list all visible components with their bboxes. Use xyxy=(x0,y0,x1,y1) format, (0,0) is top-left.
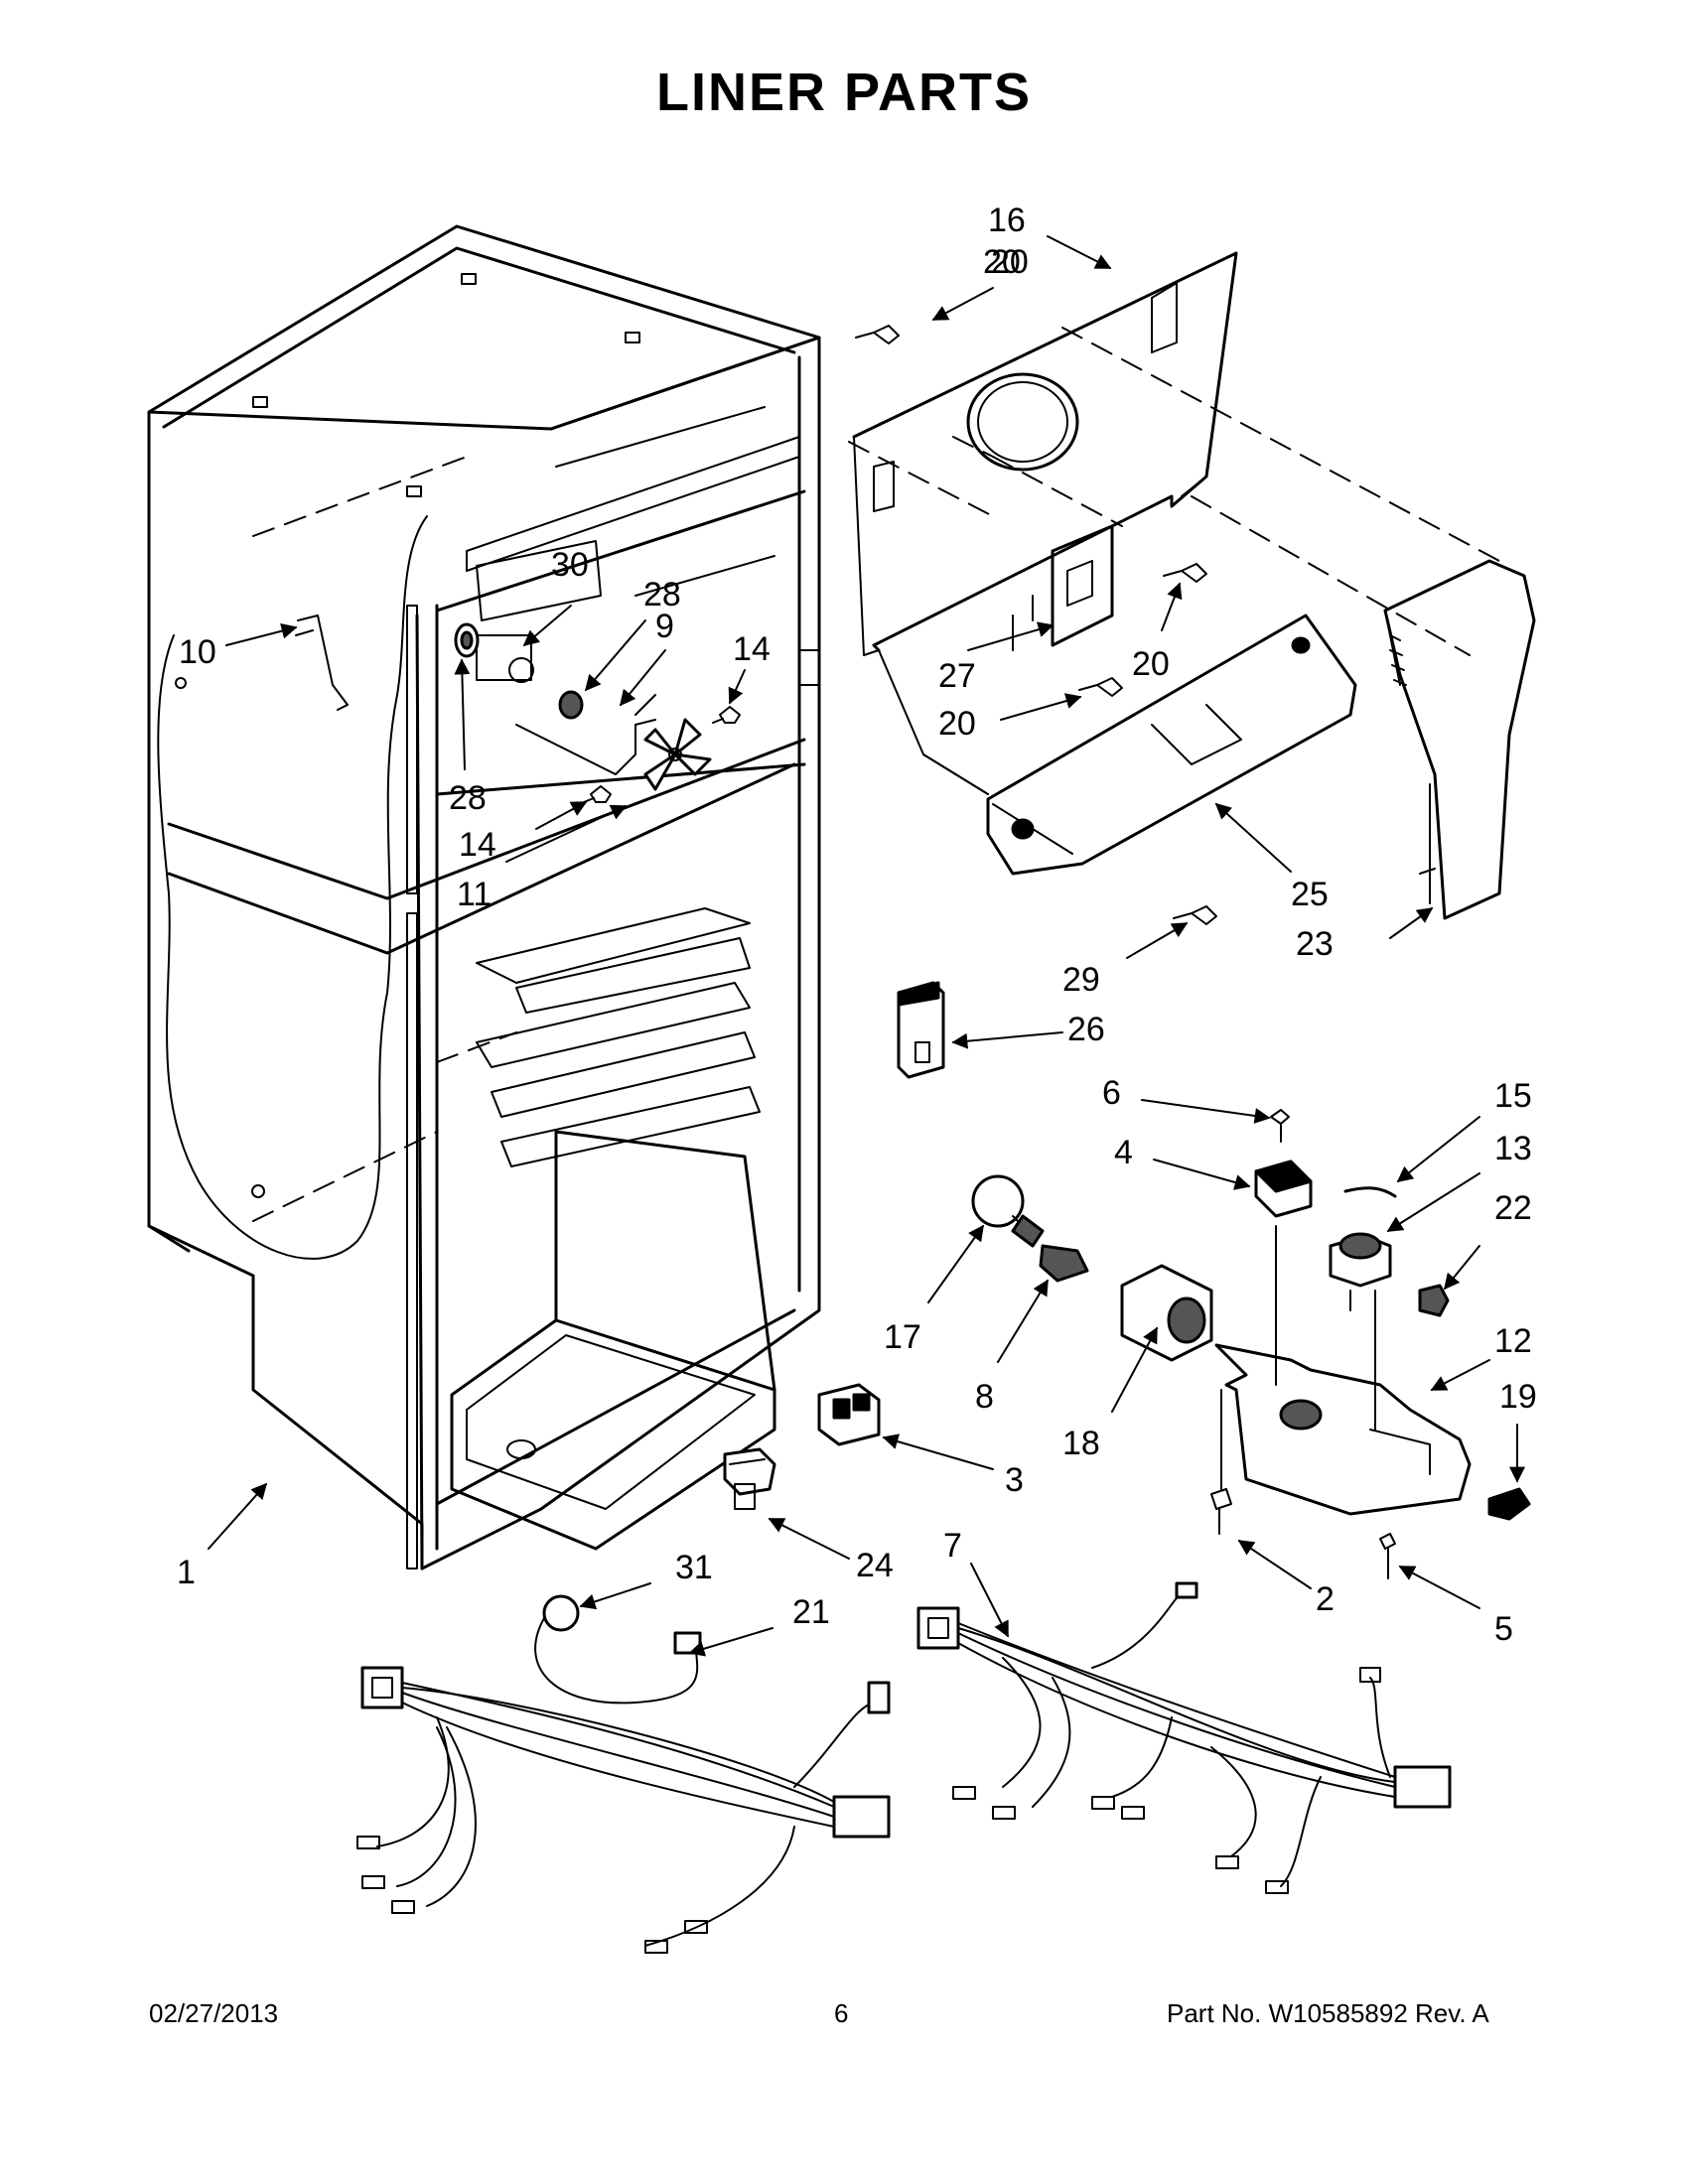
callout-31: 31 xyxy=(675,1549,713,1586)
callout-14b: 14 xyxy=(459,826,496,864)
footer-part-number: Part No. W10585892 Rev. A xyxy=(1167,1998,1489,2028)
callout-28a: 28 xyxy=(643,576,681,614)
callout-25: 25 xyxy=(1291,876,1329,913)
callout-15: 15 xyxy=(1494,1077,1532,1115)
callout-8: 8 xyxy=(975,1378,994,1416)
callout-6: 6 xyxy=(1102,1074,1121,1112)
liner-cabinet-part-1 xyxy=(147,224,821,1570)
callout-21: 21 xyxy=(792,1593,830,1631)
callout-30: 30 xyxy=(551,546,589,584)
callout-11: 11 xyxy=(457,876,492,913)
callout-24: 24 xyxy=(856,1547,894,1584)
screws-part-20-29 xyxy=(855,325,1217,925)
evaporator-fan-assembly xyxy=(295,540,741,803)
light-shield-part-25 xyxy=(878,614,1357,876)
callout-20b: 20 xyxy=(983,243,1021,281)
callout-14a: 14 xyxy=(733,630,771,668)
callout-16: 16 xyxy=(988,202,1026,239)
callout-1: 1 xyxy=(177,1554,196,1591)
callout-4: 4 xyxy=(1114,1134,1133,1171)
callout-20d: 20 xyxy=(938,705,976,743)
callout-23: 23 xyxy=(1296,925,1334,963)
callout-leaders xyxy=(208,235,1525,1657)
callout-29: 29 xyxy=(1062,961,1100,999)
callout-9: 9 xyxy=(655,608,674,645)
wiring-harness-parts-21-31 xyxy=(356,1581,1452,1954)
footer-date: 02/27/2013 xyxy=(149,1998,279,2028)
callout-labels: 1 2 3 4 5 6 7 8 9 10 11 12 13 14 14 15 1… xyxy=(177,202,1537,1648)
callout-12: 12 xyxy=(1494,1322,1532,1360)
callout-2: 2 xyxy=(1316,1580,1335,1618)
callout-22: 22 xyxy=(1494,1189,1532,1227)
callout-13: 13 xyxy=(1494,1130,1532,1167)
callout-18: 18 xyxy=(1062,1425,1100,1462)
footer-page-number: 6 xyxy=(834,1998,849,2028)
callout-20c: 20 xyxy=(1132,645,1170,683)
air-duct-part-23 xyxy=(1383,559,1536,920)
callout-19: 19 xyxy=(1499,1378,1537,1416)
evaporator-cover-panel-part-16 xyxy=(848,251,1500,656)
callout-20a: 20 xyxy=(991,243,1029,281)
callout-7: 7 xyxy=(943,1527,962,1565)
callout-5: 5 xyxy=(1494,1610,1513,1648)
callout-10: 10 xyxy=(179,633,216,671)
callout-17: 17 xyxy=(884,1318,921,1356)
page-title: LINER PARTS xyxy=(655,63,1032,122)
callout-3: 3 xyxy=(1005,1461,1024,1499)
callout-26: 26 xyxy=(1067,1011,1105,1048)
control-housing-parts xyxy=(723,981,1531,1579)
callout-27: 27 xyxy=(938,657,976,695)
callout-28b: 28 xyxy=(449,779,487,817)
